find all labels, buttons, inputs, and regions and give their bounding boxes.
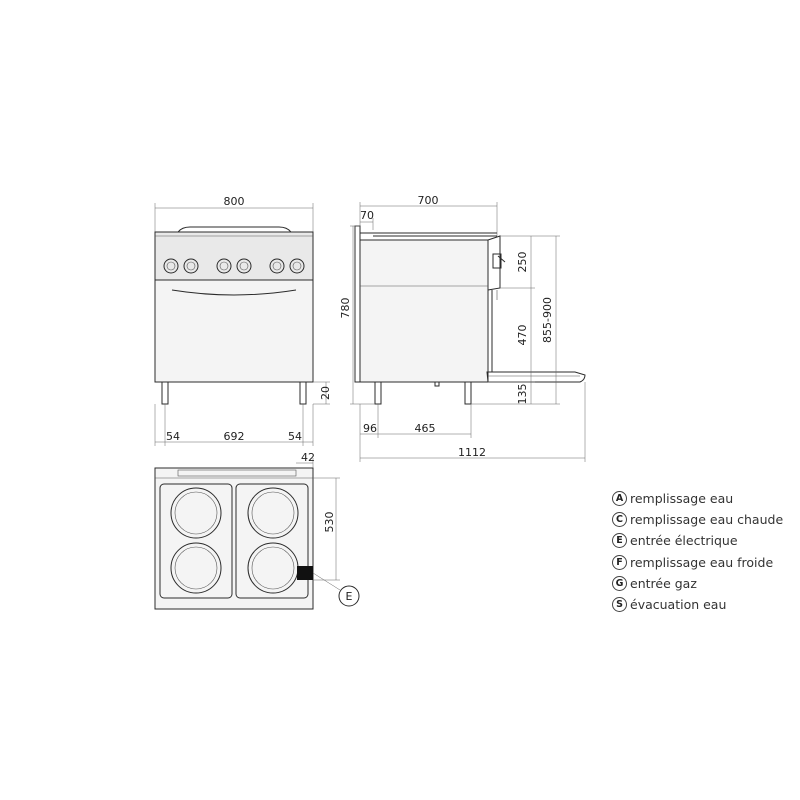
legend-text-f: remplissage eau froide	[630, 554, 774, 570]
front-inner-label: 692	[224, 430, 245, 443]
legend-letter-e: E	[612, 533, 627, 549]
front-width-label: 800	[224, 195, 245, 208]
side-top-offset-label: 70	[360, 209, 374, 222]
legend-letter-a: A	[612, 491, 627, 507]
legend-letter-f: F	[612, 554, 627, 570]
legend-letter-c: C	[612, 512, 627, 528]
legend-text-e: entrée électrique	[630, 533, 738, 549]
legend-text-g: entrée gaz	[630, 575, 697, 591]
callout-circle	[338, 585, 360, 607]
side-view: 700 70 780	[339, 194, 586, 462]
legend-letter-g: G	[612, 575, 627, 591]
side-depth-label: 700	[418, 194, 439, 207]
legend-text-a: remplissage eau	[630, 491, 734, 507]
legend-item-a: A remplissage eau	[612, 488, 783, 509]
legend: A remplissage eau C remplissage eau chau…	[612, 488, 783, 615]
legend-letter-s: S	[612, 597, 627, 613]
side-front-offset-label: 96	[363, 422, 377, 435]
top-offset-label: 42	[301, 451, 315, 464]
callout-label: E	[346, 590, 353, 603]
side-height-label: 780	[339, 298, 352, 319]
side-total-label: 855-900	[541, 297, 554, 343]
knob-icon	[163, 258, 305, 274]
side-panel-label: 250	[516, 252, 529, 273]
legend-item-g: G entrée gaz	[612, 573, 783, 594]
top-view: E 42 530	[154, 451, 360, 610]
hot-plate-icon	[170, 487, 299, 594]
side-leg-span-label: 465	[415, 422, 436, 435]
side-body	[359, 239, 489, 383]
front-foot-label: 20	[319, 386, 332, 400]
oven-door	[154, 279, 314, 383]
side-leg-label: 135	[516, 384, 529, 405]
legend-item-s: S évacuation eau	[612, 594, 783, 615]
control-panel	[154, 231, 314, 281]
electrical-entry-marker	[297, 566, 313, 580]
front-left-leg-label: 54	[166, 430, 180, 443]
front-right-leg-label: 54	[288, 430, 302, 443]
front-view: 800 54 692 54 20	[154, 195, 332, 446]
legend-item-e: E entrée électrique	[612, 530, 783, 551]
legend-text-c: remplissage eau chaude	[630, 512, 784, 528]
legend-item-f: F remplissage eau froide	[612, 552, 783, 573]
legend-text-s: évacuation eau	[630, 597, 727, 613]
legend-item-c: C remplissage eau chaude	[612, 509, 783, 530]
top-depth-label: 530	[323, 512, 336, 533]
side-middle-label: 470	[516, 325, 529, 346]
side-overall-label: 1112	[458, 446, 486, 459]
